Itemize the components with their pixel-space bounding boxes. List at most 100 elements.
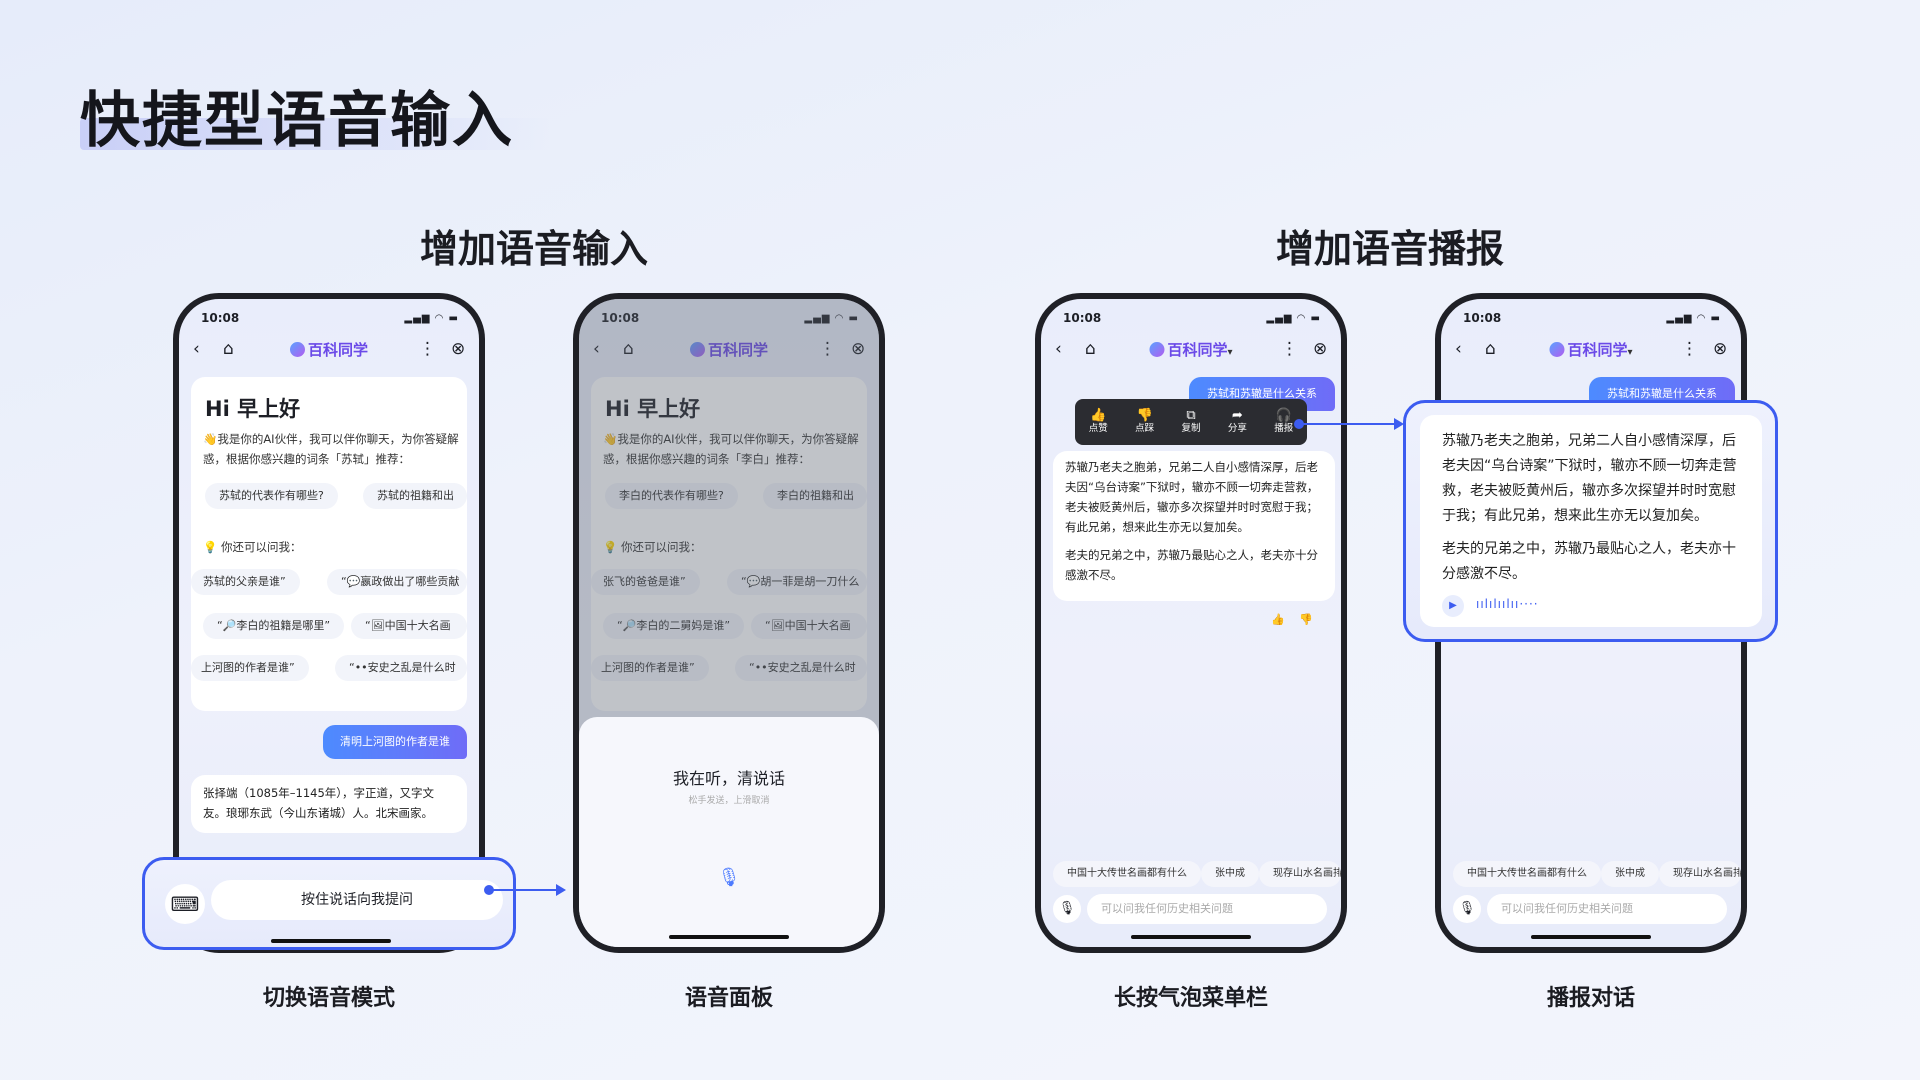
share-icon: ➦ <box>1231 408 1243 423</box>
answer-bubble[interactable]: 苏辙乃老夫之胞弟，兄弟二人自小感情深厚，后老夫因“乌台诗案”下狱时，辙亦不顾一切… <box>1053 451 1335 601</box>
greeting: Hi 早上好 <box>205 397 301 421</box>
suggestion-chip[interactable]: 苏轼的父亲是谁” <box>191 569 300 595</box>
chevron-down-icon: ▾ <box>1227 347 1233 358</box>
answer-paragraph: 苏辙乃老夫之胞弟，兄弟二人自小感情深厚，后老夫因“乌台诗案”下狱时，辙亦不顾一切… <box>1065 460 1319 534</box>
suggestion-chip[interactable]: “🖼中国十大名画 <box>751 613 867 639</box>
suggestion-chip[interactable]: “💬胡一菲是胡一刀什么 <box>727 569 867 595</box>
play-icon[interactable]: ▶ <box>1442 595 1464 617</box>
menu-share[interactable]: ➦分享 <box>1227 408 1247 434</box>
suggestion-chip[interactable]: 现存山水名画排行 <box>1659 861 1741 887</box>
menu-copy[interactable]: ⧉复制 <box>1181 408 1201 434</box>
suggestion-chip[interactable]: “••安史之乱是什么时 <box>335 655 467 681</box>
like-button[interactable]: 👍 <box>1271 613 1285 626</box>
home-indicator <box>1131 935 1251 939</box>
listening-text: 我在听，清说话 <box>672 769 785 788</box>
back-icon[interactable]: ‹ <box>193 339 200 359</box>
arrow-icon <box>1394 418 1404 430</box>
chat-input[interactable]: 可以问我任何历史相关问题 <box>1487 894 1727 924</box>
recommend-chip[interactable]: 苏轼的代表作有哪些? <box>205 483 338 509</box>
copy-icon: ⧉ <box>1186 408 1196 423</box>
suggestion-chip[interactable]: 张飞的爸爸是谁” <box>591 569 700 595</box>
suggestion-chip[interactable]: 上河图的作者是谁” <box>191 655 309 681</box>
recommend-chip[interactable]: 李白的代表作有哪些? <box>605 483 738 509</box>
menu-dislike[interactable]: 👎点踩 <box>1135 408 1155 434</box>
recommend-chip[interactable]: 李白的祖籍和出 <box>763 483 867 509</box>
welcome-card: Hi 早上好 👋我是你的AI伙伴，我可以伴你聊天，为你答疑解惑，根据你感兴趣的词… <box>591 377 867 711</box>
status-icons: ▂▄▆ ◠ ▬ <box>804 313 859 324</box>
nav-bar: ‹ ⌂ 百科同学▾ ⋮ ⊗ <box>1441 339 1741 365</box>
more-icon[interactable]: ⋮ <box>1281 339 1298 359</box>
recommend-chip[interactable]: 苏轼的祖籍和出 <box>363 483 467 509</box>
home-indicator <box>1531 935 1651 939</box>
home-indicator <box>271 939 391 943</box>
status-icons: ▂▄▆ ◠ ▬ <box>1266 313 1321 324</box>
close-icon[interactable]: ⊗ <box>451 339 466 359</box>
connector-dot <box>1294 419 1304 429</box>
close-icon[interactable]: ⊗ <box>1313 339 1328 359</box>
ask-label: 💡 你还可以问我： <box>603 540 702 554</box>
close-icon[interactable]: ⊗ <box>1713 339 1728 359</box>
chat-input[interactable]: 可以问我任何历史相关问题 <box>1087 894 1327 924</box>
microphone-icon[interactable]: 🎙 <box>1453 895 1481 923</box>
more-icon[interactable]: ⋮ <box>819 339 836 359</box>
headphones-icon: 🎧 <box>1275 408 1292 423</box>
voice-mode-callout: ⌨ 按住说话向我提问 <box>142 857 516 950</box>
suggestion-chip[interactable]: 上河图的作者是谁” <box>591 655 709 681</box>
nav-bar: ‹ ⌂ 百科同学 ⋮ ⊗ <box>179 339 479 365</box>
keyboard-icon[interactable]: ⌨ <box>165 884 205 924</box>
answer-bubble: 张择端（1085年–1145年），字正道，又字文友。琅琊东武（今山东诸城）人。北… <box>191 775 467 833</box>
answer-paragraph: 老夫的兄弟之中，苏辙乃最贴心之人，老夫亦十分感激不尽。 <box>1442 541 1736 582</box>
suggestion-chip[interactable]: 张中成 <box>1601 861 1659 887</box>
bubble-context-menu: 👍点赞 👎点踩 ⧉复制 ➦分享 🎧播报 <box>1075 399 1307 445</box>
answer-paragraph: 老夫的兄弟之中，苏辙乃最贴心之人，老夫亦十分感激不尽。 <box>1065 548 1318 582</box>
status-time: 10:08 <box>1463 311 1502 325</box>
app-logo[interactable]: 百科同学▾ <box>1149 339 1233 360</box>
nav-bar: ‹ ⌂ 百科同学▾ ⋮ ⊗ <box>1041 339 1341 365</box>
home-icon[interactable]: ⌂ <box>1085 339 1096 359</box>
suggestion-chip[interactable]: 张中成 <box>1201 861 1259 887</box>
answer-bubble: 苏辙乃老夫之胞弟，兄弟二人自小感情深厚，后老夫因“乌台诗案”下狱时，辙亦不顾一切… <box>1420 415 1762 627</box>
home-icon[interactable]: ⌂ <box>1485 339 1496 359</box>
suggestion-chip[interactable]: “🔎李白的二舅妈是谁” <box>603 613 745 639</box>
microphone-icon[interactable]: 🎙 <box>717 867 741 888</box>
caption: 播报对话 <box>1546 986 1635 1011</box>
suggestion-chip[interactable]: “🔎李白的祖籍是哪里” <box>203 613 345 639</box>
suggestion-chip[interactable]: “••安史之乱是什么时 <box>735 655 867 681</box>
home-icon[interactable]: ⌂ <box>623 339 634 359</box>
answer-paragraph: 苏辙乃老夫之胞弟，兄弟二人自小感情深厚，后老夫因“乌台诗案”下狱时，辙亦不顾一切… <box>1442 433 1737 524</box>
home-icon[interactable]: ⌂ <box>223 339 234 359</box>
page-title: 快捷型语音输入 <box>80 86 514 156</box>
suggestion-chip[interactable]: “💬嬴政做出了哪些贡献 <box>327 569 467 595</box>
menu-broadcast[interactable]: 🎧播报 <box>1274 408 1294 434</box>
phone-voice-panel: 10:08 ▂▄▆ ◠ ▬ ‹ ⌂ 百科同学 ⋮ ⊗ Hi 早上好 👋我是你的A… <box>573 293 885 953</box>
section-title-voice-broadcast: 增加语音播报 <box>1275 227 1504 271</box>
microphone-icon[interactable]: 🎙 <box>1053 895 1081 923</box>
status-time: 10:08 <box>601 311 640 325</box>
ai-logo-icon <box>1549 342 1565 357</box>
phone-bubble-menu: 10:08 ▂▄▆ ◠ ▬ ‹ ⌂ 百科同学▾ ⋮ ⊗ 苏轼和苏辙是什么关系 苏… <box>1035 293 1347 953</box>
home-indicator <box>669 935 789 939</box>
app-logo: 百科同学 <box>689 339 768 360</box>
more-icon[interactable]: ⋮ <box>419 339 436 359</box>
menu-like[interactable]: 👍点赞 <box>1088 408 1108 434</box>
suggestion-chip[interactable]: 中国十大传世名画都有什么 <box>1053 861 1201 887</box>
chevron-down-icon: ▾ <box>1627 347 1633 358</box>
status-time: 10:08 <box>1063 311 1102 325</box>
suggestion-chip[interactable]: 中国十大传世名画都有什么 <box>1453 861 1601 887</box>
back-icon[interactable]: ‹ <box>593 339 600 359</box>
close-icon[interactable]: ⊗ <box>851 339 866 359</box>
back-icon[interactable]: ‹ <box>1055 339 1062 359</box>
thumbs-down-icon: 👎 <box>1136 408 1153 423</box>
suggestion-chip[interactable]: “🖼中国十大名画 <box>351 613 467 639</box>
caption: 语音面板 <box>684 986 773 1011</box>
thumbs-up-icon: 👍 <box>1090 408 1107 423</box>
voice-panel[interactable]: 我在听，清说话 松手发送，上滑取消 🎙 <box>579 717 879 947</box>
back-icon[interactable]: ‹ <box>1455 339 1462 359</box>
intro-text: 👋我是你的AI伙伴，我可以伴你聊天，为你答疑解惑，根据你感兴趣的词条「李白」推荐… <box>603 432 859 466</box>
app-logo[interactable]: 百科同学▾ <box>1549 339 1633 360</box>
more-icon[interactable]: ⋮ <box>1681 339 1698 359</box>
dislike-button[interactable]: 👎 <box>1299 613 1313 626</box>
suggestion-chip[interactable]: 现存山水名画排行 <box>1259 861 1341 887</box>
arrow-icon <box>556 884 566 896</box>
hold-to-talk-button[interactable]: 按住说话向我提问 <box>211 880 503 920</box>
